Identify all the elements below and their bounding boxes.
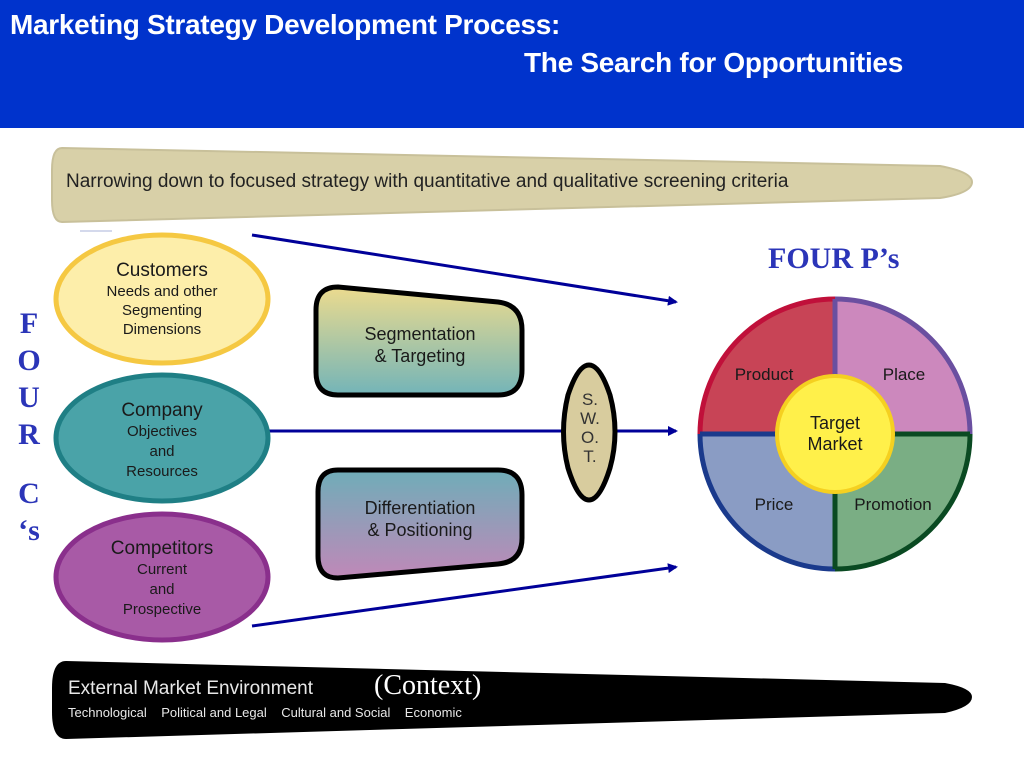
four-cs-letter: F	[19, 307, 39, 340]
target-market-label: Target Market	[785, 413, 885, 455]
factor-technological: Technological	[68, 705, 147, 720]
top-banner-text: Narrowing down to focused strategy with …	[66, 171, 789, 192]
company-label: Company Objectives and Resources	[70, 400, 254, 482]
differentiation-box	[315, 467, 525, 581]
bottom-banner-shape	[52, 661, 972, 739]
differentiation-line: & Positioning	[367, 520, 473, 540]
segmentation-label: Segmentation & Targeting	[330, 323, 510, 367]
competitors-title: Competitors	[110, 538, 214, 559]
header-bar: Marketing Strategy Development Process: …	[0, 0, 1024, 128]
competitors-line: and	[149, 581, 175, 598]
customers-line: Needs and other	[106, 283, 218, 300]
customers-line: Dimensions	[122, 321, 202, 338]
place-label: Place	[882, 365, 926, 384]
competitors-label: Competitors Current and Prospective	[70, 538, 254, 620]
swot-letter: O.	[581, 428, 599, 447]
customers-title: Customers	[116, 260, 208, 281]
bottom-banner-factors: Technological Political and Legal Cultur…	[68, 705, 462, 720]
bottom-banner-title: External Market Environment	[68, 678, 313, 699]
four-cs-spacer	[14, 453, 44, 475]
target-market-line: Target	[809, 413, 861, 433]
swot-label: S. W. O. T.	[572, 390, 608, 466]
swot-letter: T.	[583, 447, 597, 466]
title-line-1: Marketing Strategy Development Process:	[10, 9, 561, 40]
differentiation-label: Differentiation & Positioning	[330, 497, 510, 541]
competitors-line: Prospective	[122, 601, 202, 618]
four-cs-letter: U	[18, 381, 40, 414]
price-label: Price	[754, 495, 794, 514]
four-cs-letter: O	[17, 344, 41, 377]
competitors-line: Current	[136, 561, 188, 578]
swot-letter: S.	[581, 390, 599, 409]
product-label: Product	[734, 365, 794, 384]
four-cs-letter: ‘s	[18, 514, 40, 547]
four-cs-label: F O U R C ‘s	[14, 305, 44, 549]
arrow-competitors	[251, 563, 678, 628]
customers-line: Segmenting	[121, 302, 203, 319]
segmentation-line: & Targeting	[374, 346, 466, 366]
company-line: Objectives	[126, 423, 198, 440]
customers-label: Customers Needs and other Segmenting Dim…	[70, 260, 254, 339]
company-line: Resources	[126, 463, 198, 480]
target-market-line: Market	[807, 434, 863, 454]
promotion-label: Promotion	[854, 495, 932, 514]
segmentation-box	[313, 284, 525, 398]
four-ps-wheel	[697, 296, 973, 572]
target-market-circle	[775, 374, 895, 494]
factor-cultural-social: Cultural and Social	[281, 705, 391, 720]
swot-letter: W.	[580, 409, 600, 428]
customers-ellipse	[53, 232, 271, 366]
title-line-2: The Search for Opportunities	[524, 47, 903, 78]
company-line: and	[149, 443, 175, 460]
arrow-customers	[251, 233, 678, 306]
bottom-banner-context: (Context)	[374, 670, 482, 701]
factor-economic: Economic	[404, 705, 462, 720]
top-banner-shape	[51, 146, 974, 224]
four-cs-letter: C	[18, 477, 40, 510]
differentiation-line: Differentiation	[364, 498, 476, 518]
factor-political-legal: Political and Legal	[161, 705, 267, 720]
four-cs-letter: R	[18, 418, 40, 451]
competitors-ellipse	[53, 511, 271, 643]
company-ellipse	[53, 372, 271, 504]
company-title: Company	[121, 400, 203, 421]
four-ps-title: FOUR P’s	[768, 242, 900, 275]
swot-shape	[561, 362, 618, 503]
segmentation-line: Segmentation	[364, 324, 476, 344]
